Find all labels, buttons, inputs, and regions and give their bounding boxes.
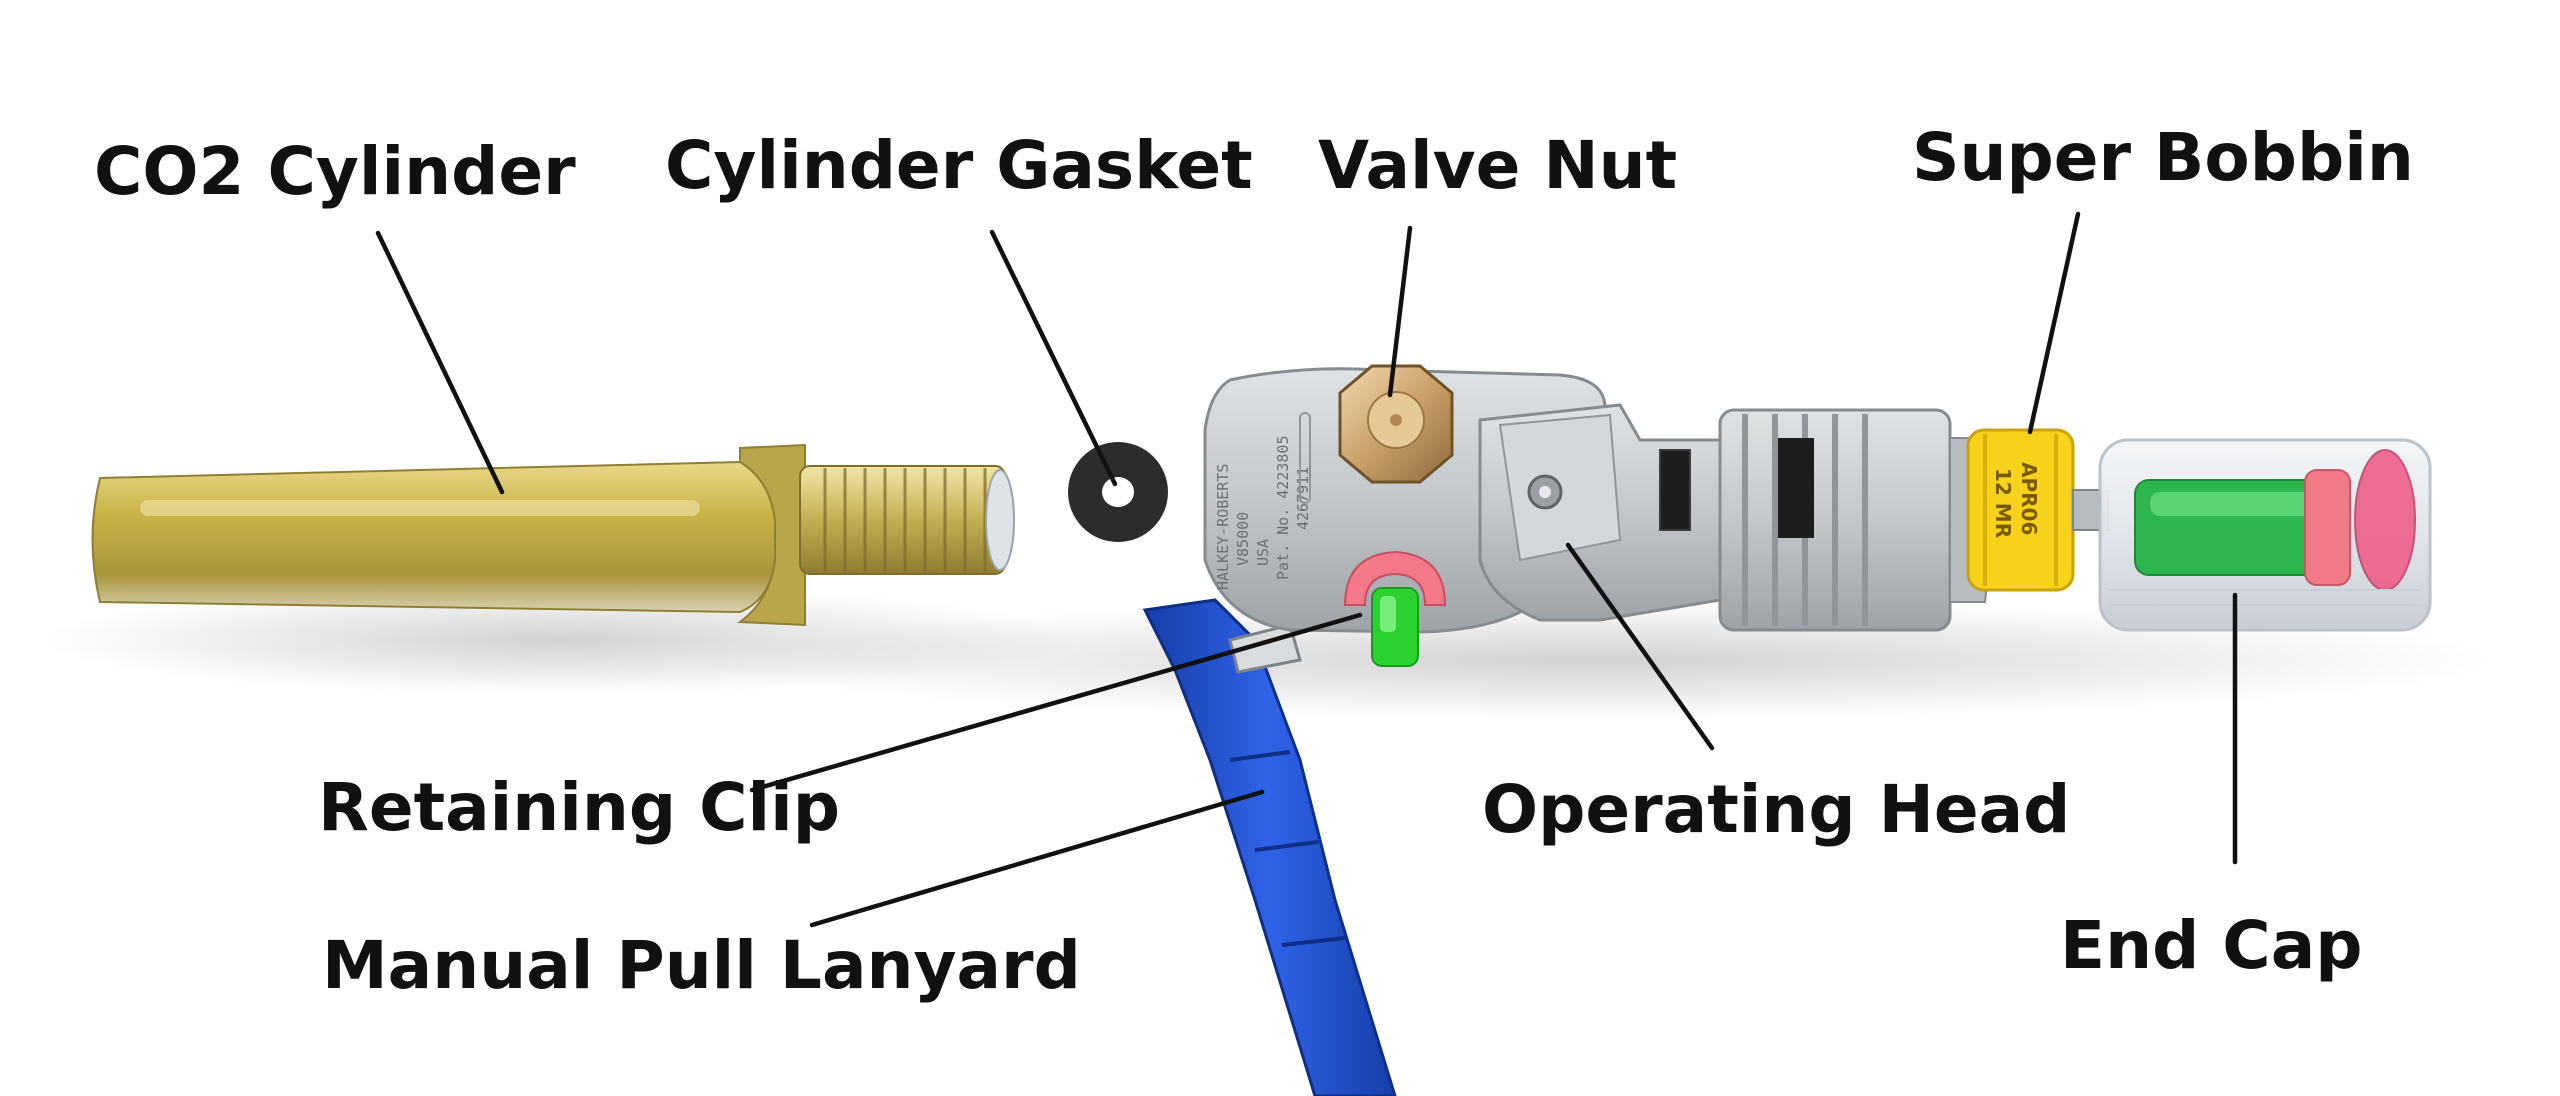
cylinder-gasket-part <box>1068 442 1168 542</box>
bobbin-print-line2: 12 MR <box>1991 468 2015 538</box>
label-manual-pull-lanyard: Manual Pull Lanyard <box>322 927 1081 1004</box>
label-valve-nut: Valve Nut <box>1318 127 1677 204</box>
manual-pull-lanyard-part <box>1142 598 1397 1096</box>
label-co2-cylinder: CO2 Cylinder <box>94 133 576 210</box>
leader-super-bobbin <box>2027 211 2081 435</box>
label-super-bobbin: Super Bobbin <box>1912 119 2414 196</box>
label-end-cap: End Cap <box>2060 907 2363 984</box>
bobbin-print-line1: APR06 <box>2017 462 2041 535</box>
leader-lines <box>375 211 2238 928</box>
part-labels: CO2 Cylinder Cylinder Gasket Valve Nut S… <box>94 119 2414 1004</box>
leader-retaining-clip <box>749 612 1363 793</box>
operating-head-ribs <box>1742 414 1868 626</box>
bobbin-ribs <box>1983 434 2058 586</box>
leader-operating-head <box>1565 542 1715 751</box>
cylinder-threads <box>823 468 987 572</box>
leader-co2-cylinder <box>375 230 505 495</box>
leader-manual-pull-lanyard <box>809 789 1265 928</box>
label-operating-head: Operating Head <box>1482 771 2070 848</box>
leader-valve-nut <box>1387 225 1413 398</box>
label-cylinder-gasket: Cylinder Gasket <box>665 127 1253 204</box>
leader-cylinder-gasket <box>989 229 1118 487</box>
end-cap-part <box>2098 438 2432 632</box>
housing-print-line3: USA <box>1254 539 1272 566</box>
co2-cylinder-part <box>91 443 1015 627</box>
operating-head-part: HALKEY-ROBERTS V85000 USA Pat. No. 42238… <box>1203 367 1991 667</box>
end-cap-ribs <box>2110 589 2420 606</box>
housing-print-line2: V85000 <box>1234 512 1252 566</box>
bobbin-print: APR06 12 MR <box>1991 462 2041 538</box>
housing-print-line4: Pat. No. 4223805 <box>1274 436 1292 581</box>
housing-print-line5: 4267911 <box>1294 467 1312 530</box>
housing-print: HALKEY-ROBERTS V85000 USA Pat. No. 42238… <box>1214 436 1312 591</box>
assembly-shadow <box>700 600 2500 720</box>
housing-print-line1: HALKEY-ROBERTS <box>1214 464 1232 590</box>
status-indicator <box>1343 550 1447 667</box>
valve-nut-part <box>1338 364 1454 484</box>
label-retaining-clip: Retaining Clip <box>318 769 840 846</box>
super-bobbin-part: APR06 12 MR <box>1966 428 2109 592</box>
